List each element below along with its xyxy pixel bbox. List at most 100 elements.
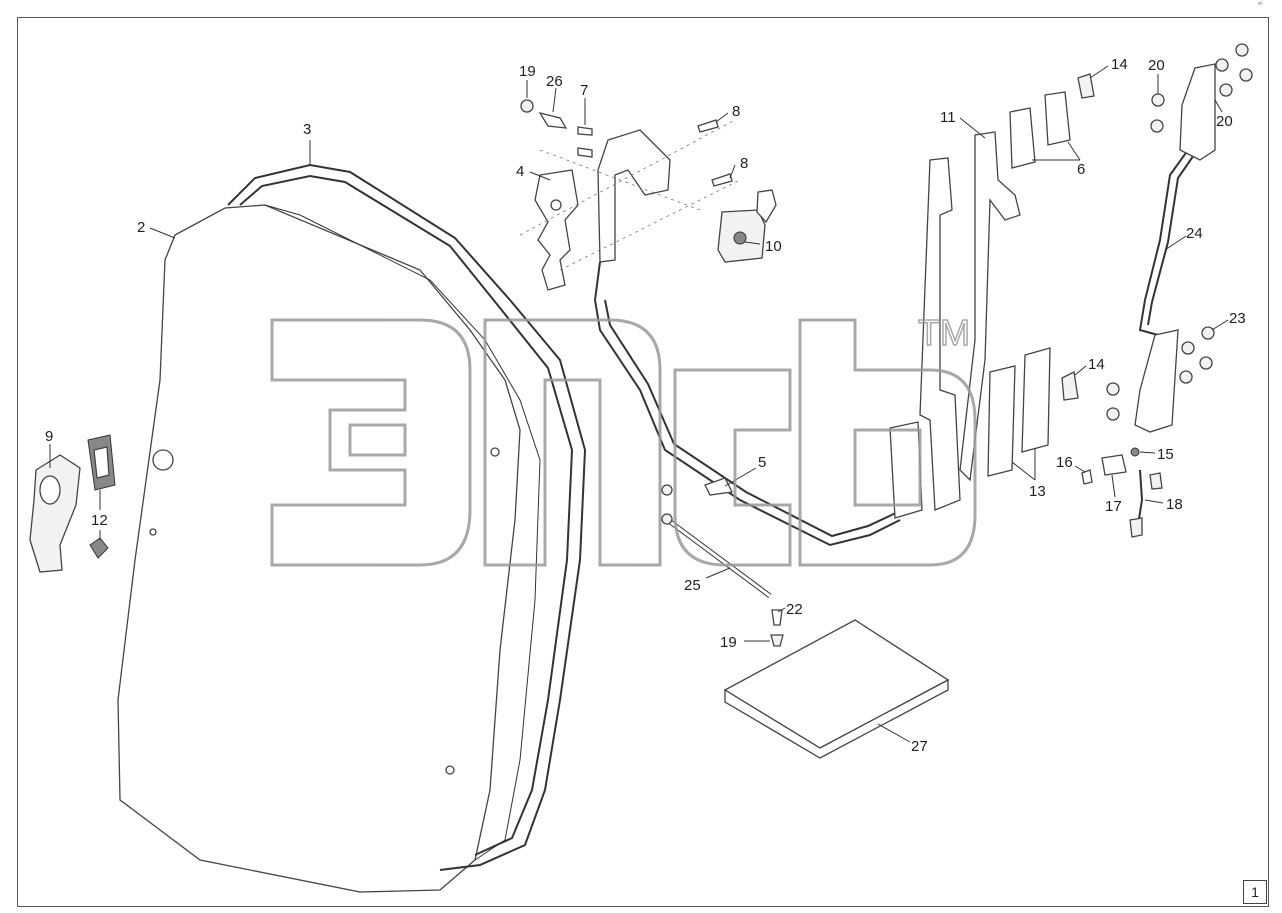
part-21-upper-bracket <box>1179 63 1216 161</box>
part-5-bracket-bar-edge <box>604 299 899 538</box>
hinge-bar-mid <box>959 131 1021 482</box>
part-5-bracket-bar <box>594 299 901 547</box>
callout-20-left: 19 <box>519 63 536 80</box>
callout-11: 11 <box>940 109 956 126</box>
callout-20-right: 20 <box>1148 57 1165 74</box>
callout-24: 24 <box>1186 225 1203 242</box>
latch-lever <box>756 189 777 224</box>
part-4-hinge-plate <box>534 169 579 291</box>
part-5-tab <box>704 477 733 496</box>
callout-19: 19 <box>720 634 737 651</box>
part-22-pin <box>771 609 783 626</box>
nut <box>1150 119 1164 133</box>
callout-27: 27 <box>911 738 928 755</box>
part-13-plate-front <box>987 365 1016 477</box>
bolt-head <box>1215 58 1229 72</box>
bolt-head <box>1239 68 1253 82</box>
callout-8-lower: 8 <box>740 155 748 172</box>
part-17-clip <box>1101 454 1127 476</box>
cover-hole-small <box>149 528 157 536</box>
strut-end-top <box>661 484 673 496</box>
hinge-bracket-rod <box>594 261 601 301</box>
part-26-bolt <box>538 111 568 129</box>
part-7-screw-lower <box>577 147 593 158</box>
callout-8-upper: 8 <box>732 103 740 120</box>
callout-4: 4 <box>516 163 524 180</box>
part-16-screw <box>1081 469 1093 485</box>
hinge-plate-hole <box>550 199 562 211</box>
callout-14-upper: 14 <box>1111 56 1128 73</box>
part-12-grommet <box>89 537 109 559</box>
drawing-frame <box>17 17 1269 907</box>
leader-lines <box>49 65 1229 743</box>
bolt-head <box>1179 370 1193 384</box>
part-18-cable-top <box>1149 472 1163 490</box>
callout-2: 2 <box>137 219 145 236</box>
callout-9: 9 <box>45 428 53 445</box>
part-14-knob-upper <box>1077 73 1095 99</box>
part-12-bezel-inner <box>93 446 110 479</box>
handle-grip <box>39 475 61 505</box>
part-14-knob-lower <box>1061 371 1079 401</box>
assembly-line <box>539 149 701 211</box>
latch-pivot <box>733 231 747 245</box>
part-9-handle <box>29 454 81 573</box>
part-7-screw <box>577 126 593 136</box>
cover-hole-large <box>152 449 174 471</box>
part-25-gas-strut-core <box>664 516 771 598</box>
callout-10: 10 <box>765 238 782 255</box>
callout-labels: 19 26 7 8 8 4 3 2 10 5 11 6 14 20 20 24 … <box>45 56 1246 755</box>
hinge-foot <box>889 421 923 519</box>
part-18-cable <box>1137 469 1144 526</box>
nut <box>1106 407 1120 421</box>
callout-16: 16 <box>1056 454 1073 471</box>
part-20-nut-right <box>1151 93 1165 107</box>
part-8-bolt-lower <box>711 173 733 187</box>
part-6-plate-back <box>1044 91 1071 146</box>
callout-6: 6 <box>1077 161 1085 178</box>
lower-bracket <box>1134 329 1179 433</box>
callout-22: 22 <box>786 601 803 618</box>
hinge-bar-left <box>919 157 961 511</box>
strut-end-mid <box>661 513 673 525</box>
callout-25: 25 <box>684 577 701 594</box>
corner-mark: ᵃᵇ <box>1258 2 1263 8</box>
bolt-head <box>1199 356 1213 370</box>
assembly-line <box>559 179 741 271</box>
callout-15: 15 <box>1157 446 1174 463</box>
callout-12: 12 <box>91 512 108 529</box>
cover-edge <box>264 204 541 861</box>
callout-21: 20 <box>1216 113 1233 130</box>
watermark-tm: TM <box>918 312 970 353</box>
callout-18: 18 <box>1166 496 1183 513</box>
part-24-rod <box>1138 149 1189 336</box>
nut <box>1106 382 1120 396</box>
bolt-head <box>1235 43 1249 57</box>
callout-3: 3 <box>303 121 311 138</box>
callout-5: 5 <box>758 454 766 471</box>
callout-23: 23 <box>1229 310 1246 327</box>
part-18-cable-end <box>1129 517 1143 538</box>
cover-hole-lower <box>445 765 455 775</box>
part-8-bolt-upper <box>697 119 719 133</box>
part-15-washer <box>1130 447 1140 457</box>
part-13-plate-back <box>1021 347 1051 453</box>
part-19-cap <box>770 634 784 647</box>
watermark-logo: TM <box>270 311 977 567</box>
part-27-pad-side <box>724 678 949 759</box>
part-23-bolt <box>1201 326 1215 340</box>
part-6-plate-front <box>1009 107 1036 169</box>
bolt-head <box>1219 83 1233 97</box>
hinge-bracket <box>597 129 671 263</box>
cover-hole-upper <box>490 447 500 457</box>
page-number: 1 <box>1243 880 1267 904</box>
part-3-frame-tube <box>227 163 587 871</box>
part-24-rod-edge <box>1147 151 1197 326</box>
bolt-head <box>1181 341 1195 355</box>
callout-13: 13 <box>1029 483 1046 500</box>
callout-7: 7 <box>580 82 588 99</box>
part-20-nut-left <box>520 99 534 113</box>
part-27-pad <box>723 619 950 749</box>
assembly-line <box>519 119 736 236</box>
